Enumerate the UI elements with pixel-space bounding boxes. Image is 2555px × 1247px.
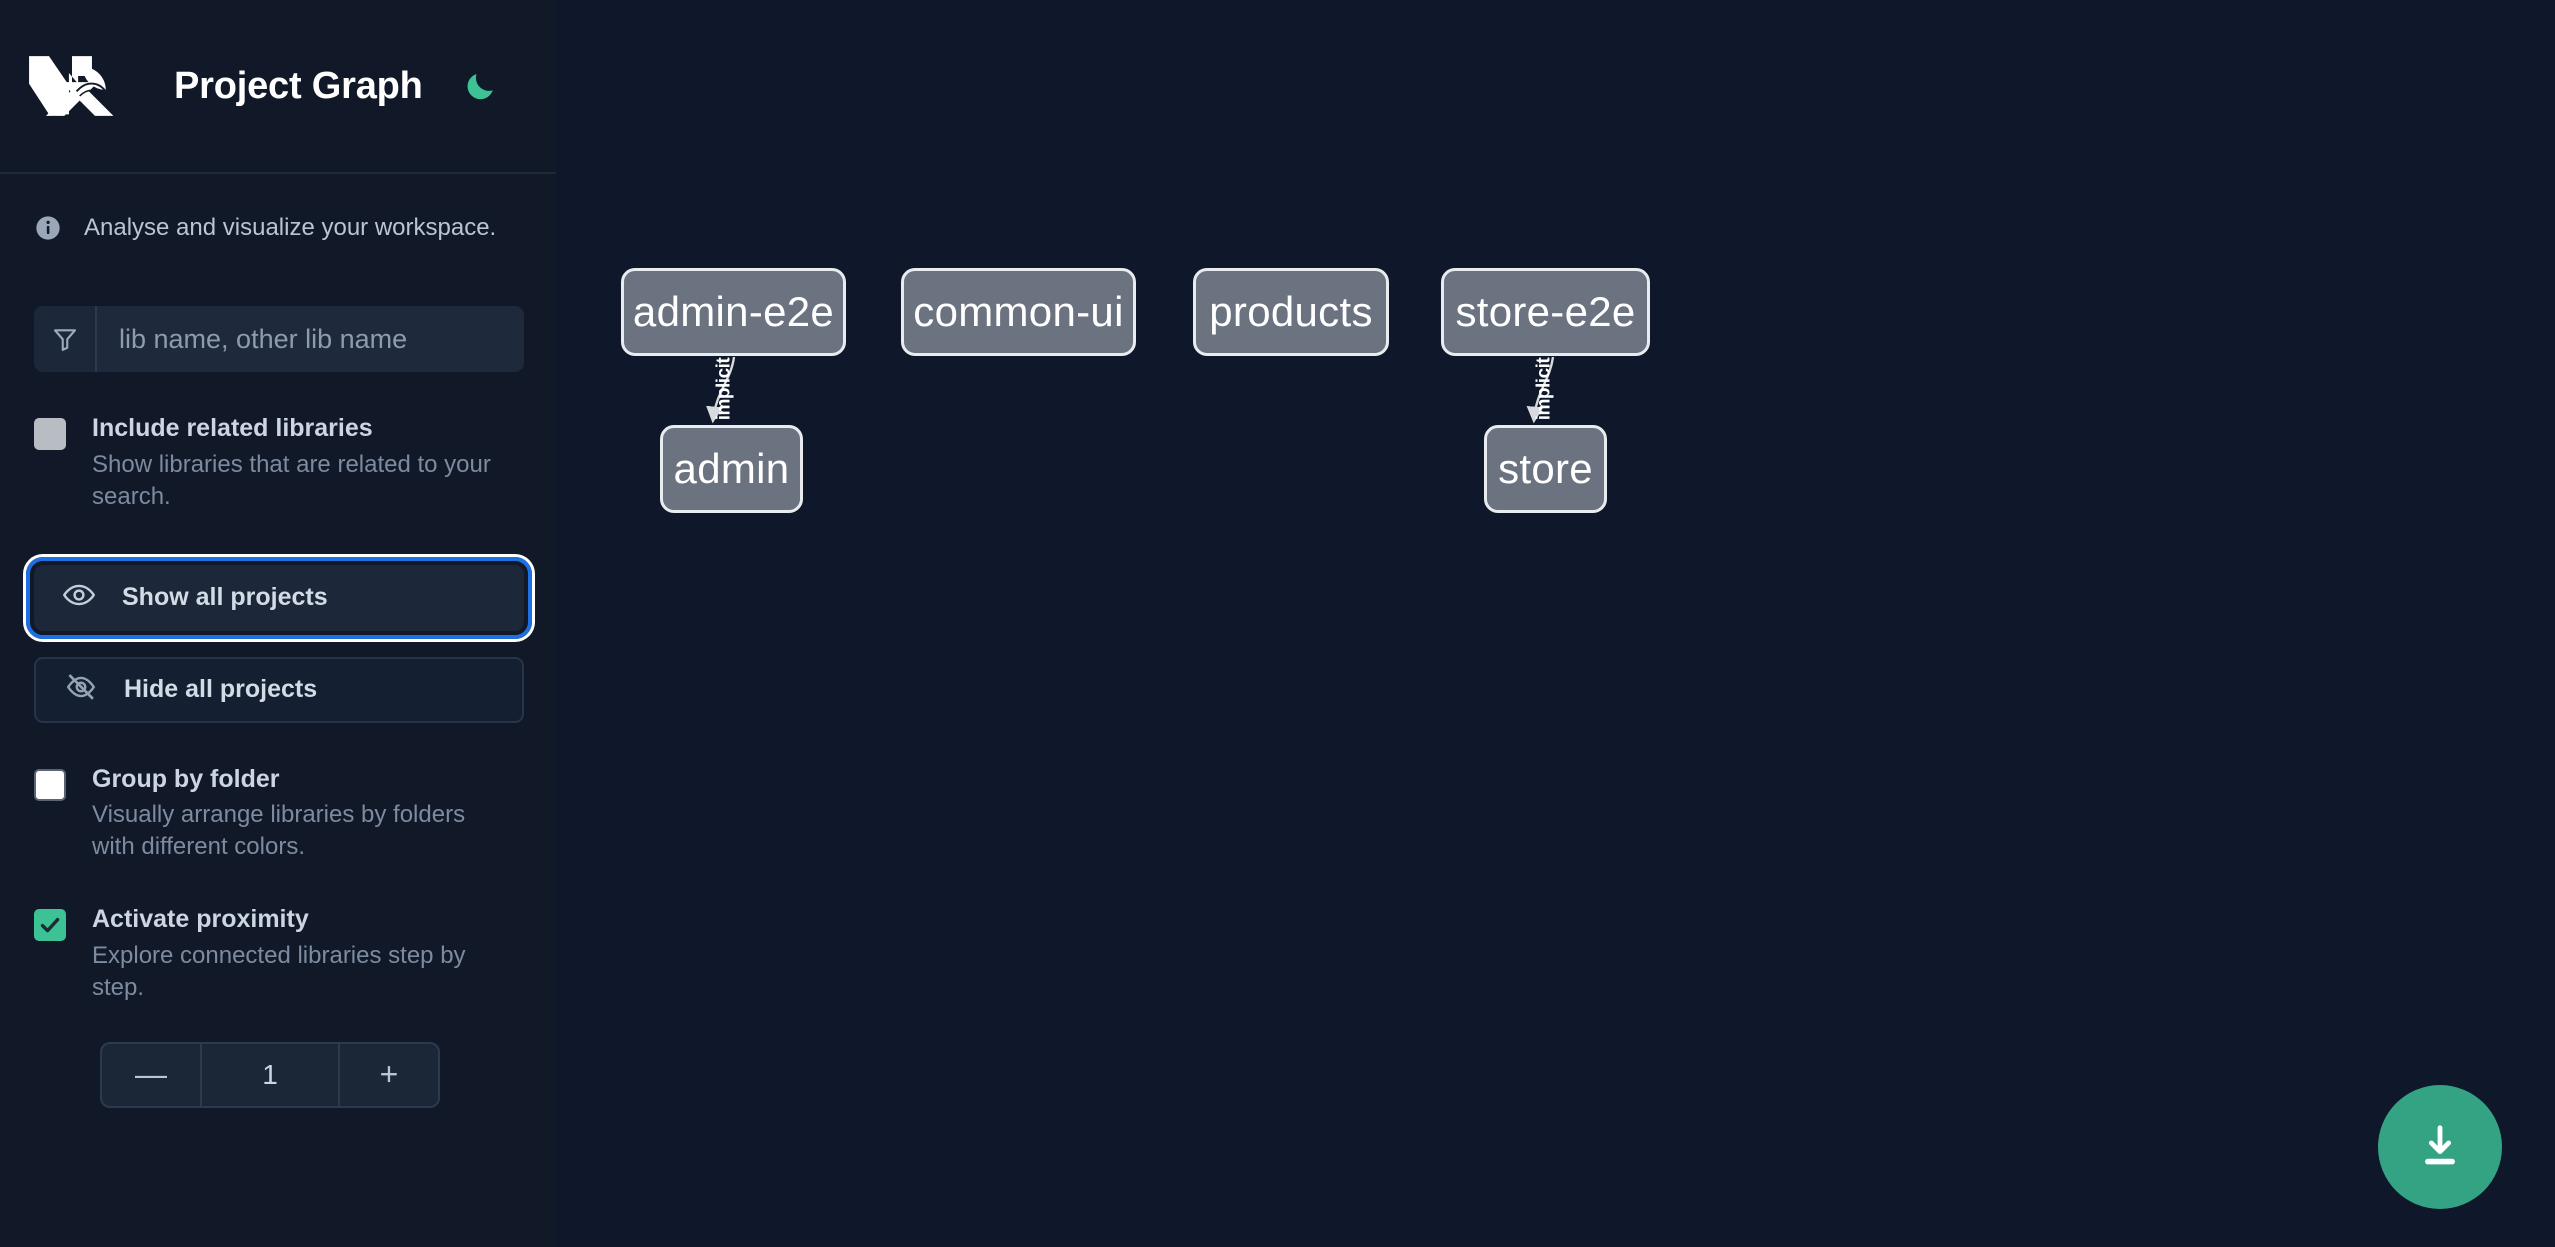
sidebar-header: Project Graph (0, 0, 556, 174)
option-label: Group by folder (92, 764, 280, 793)
node-label: admin (673, 445, 790, 492)
page-title: Project Graph (174, 64, 423, 107)
stepper-value: 1 (262, 1058, 278, 1090)
option-description: Explore connected libraries step by step… (92, 941, 466, 1001)
proximity-stepper[interactable]: — 1 + (100, 1041, 440, 1108)
node-label: admin-e2e (632, 288, 835, 335)
include-related-libraries-checkbox[interactable] (34, 418, 66, 450)
option-label: Activate proximity (92, 905, 309, 934)
graph-node-common-ui[interactable]: common-ui (901, 268, 1136, 356)
download-icon (2414, 1120, 2466, 1175)
check-icon (40, 918, 60, 933)
graph-node-store[interactable]: store (1484, 425, 1607, 513)
graph-edges (706, 356, 1555, 424)
graph-node-products[interactable]: products (1193, 268, 1389, 356)
graph-node-admin-e2e[interactable]: admin-e2e (621, 268, 846, 356)
download-button[interactable] (2378, 1085, 2502, 1209)
tagline-text: Analyse and visualize your workspace. (84, 214, 497, 241)
graph-canvas[interactable]: admin-e2e common-ui products store-e2e a… (556, 0, 2555, 1247)
filter-funnel-icon (34, 306, 97, 372)
eye-icon (62, 578, 96, 617)
edge-label-implicit-store: implicit (1533, 357, 1555, 421)
activate-proximity-checkbox[interactable] (34, 909, 66, 942)
edge-label-implicit-admin: implicit (713, 357, 735, 421)
option-description: Show libraries that are related to your … (92, 450, 491, 510)
graph-node-admin[interactable]: admin (660, 425, 803, 513)
option-description: Visually arrange libraries by folders wi… (92, 801, 466, 861)
stepper-increment-button[interactable]: + (338, 1043, 438, 1106)
graph-node-store-e2e[interactable]: store-e2e (1441, 268, 1650, 356)
node-label: store-e2e (1455, 288, 1636, 335)
hide-all-projects-button[interactable]: Hide all projects (34, 656, 524, 723)
option-group-by-folder[interactable]: Group by folder Visually arrange librari… (34, 765, 522, 864)
edge-admin-e2e-admin (706, 356, 736, 424)
node-label: common-ui (913, 288, 1124, 335)
stepper-decrement-button[interactable]: — (102, 1043, 202, 1106)
group-by-folder-checkbox[interactable] (34, 768, 66, 801)
sidebar: Project Graph Analyse and visualize your… (0, 0, 578, 1247)
option-label: Include related libraries (92, 414, 373, 442)
show-all-projects-button[interactable]: Show all projects (26, 556, 532, 639)
sidebar-body: Analyse and visualize your workspace. In… (0, 214, 556, 1108)
info-icon (34, 214, 62, 242)
edge-store-e2e-store (1526, 356, 1555, 424)
visibility-buttons: Show all projects Hide all projects (26, 556, 532, 723)
node-label: products (1209, 288, 1373, 335)
moon-icon[interactable] (459, 65, 501, 107)
option-include-related-libraries[interactable]: Include related libraries Show libraries… (34, 414, 522, 513)
node-label: store (1498, 445, 1593, 492)
search-input[interactable] (97, 306, 524, 372)
filter-box[interactable] (34, 306, 524, 372)
show-all-projects-label: Show all projects (122, 583, 328, 612)
eye-off-icon (64, 670, 98, 709)
tagline: Analyse and visualize your workspace. (34, 214, 522, 242)
nx-logo-icon (26, 51, 118, 121)
hide-all-projects-label: Hide all projects (124, 675, 318, 704)
option-activate-proximity[interactable]: Activate proximity Explore connected lib… (34, 905, 522, 1004)
